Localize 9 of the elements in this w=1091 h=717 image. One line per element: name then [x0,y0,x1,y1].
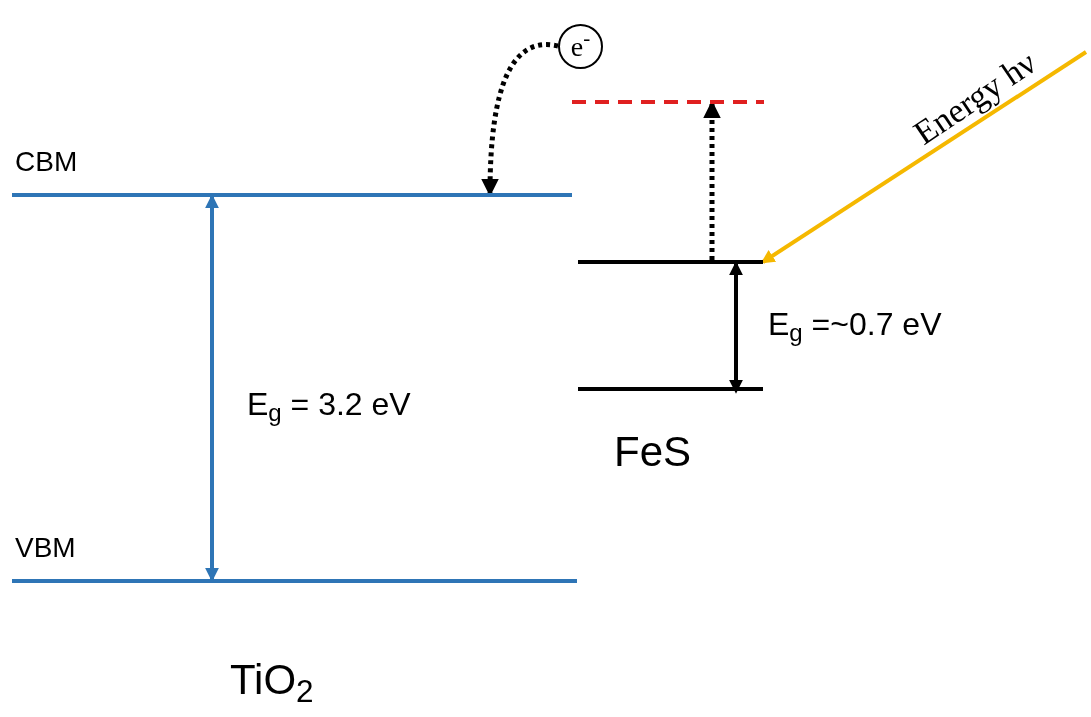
arrow [760,50,1088,264]
edge-label: E$_{g}$ =~0.7 eV [768,305,942,348]
band-label: VBM [15,531,76,565]
material-label: TiO$_{2}$ [230,655,314,711]
edge-label: E$_{g}$ = 3.2 eV [247,385,411,428]
arrow [205,194,219,582]
band-label: CBM [15,145,78,179]
arrow [729,261,743,394]
material-label: FeS [614,427,692,477]
